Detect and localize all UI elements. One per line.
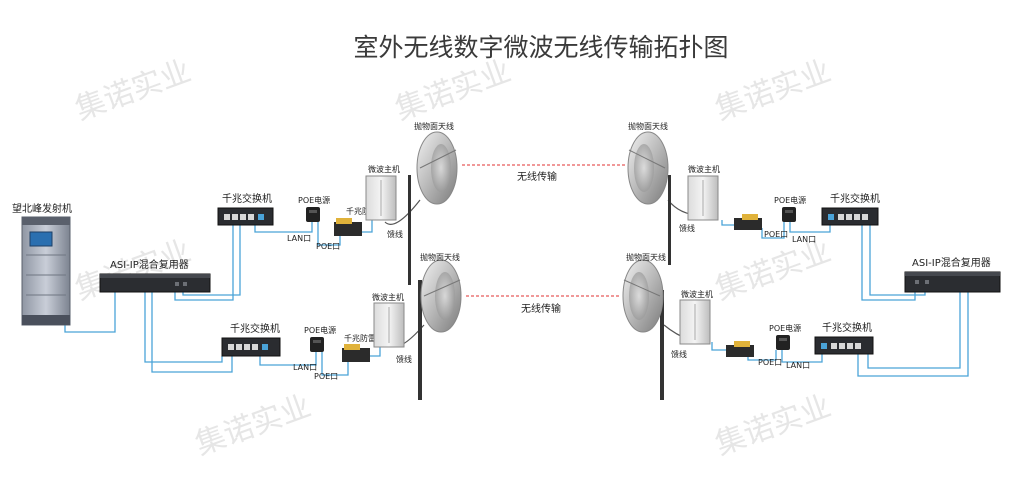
wireless-link-layer [462, 164, 626, 297]
dish-lower-left [420, 259, 462, 333]
pole-right-lower [660, 290, 664, 400]
label-poe-power-ll: POE电源 [304, 325, 336, 335]
cable-switch-poe-ul [254, 222, 313, 233]
surge-ul [334, 218, 362, 236]
label-feeder-ul: 馈线 [387, 229, 403, 239]
switch-lower-right [814, 336, 874, 355]
poe-power-lr [776, 335, 790, 350]
label-switch-lr: 千兆交换机 [822, 321, 872, 334]
feeder-ul [384, 199, 421, 225]
label-host-ul: 微波主机 [368, 164, 400, 174]
label-lan-ur: LAN口 [792, 235, 816, 244]
microwave-host-lr [679, 299, 711, 345]
cable-mux-switch-lr-2 [857, 292, 969, 377]
cable-poe-surge-ul [317, 222, 341, 246]
dish-upper-right [627, 131, 669, 205]
switch-upper-right [821, 207, 879, 226]
switch-lower-left [221, 337, 281, 357]
pole-right-upper [668, 175, 671, 265]
label-lan-ll: LAN口 [293, 363, 317, 372]
cable-switch-poe-lr [781, 350, 823, 363]
poe-power-ll [310, 337, 324, 352]
label-poe-port-ul: POE口 [316, 242, 340, 251]
cable-switch-poe-ll [259, 352, 317, 366]
transmitter-cabinet [21, 216, 71, 326]
surge-ur [734, 214, 762, 230]
cable-surge-host-lr [711, 342, 728, 351]
label-host-ur: 微波主机 [688, 164, 720, 174]
watermark-text: 集诺实业 [71, 54, 196, 128]
surge-ll [342, 344, 370, 362]
poe-power-ur [782, 207, 796, 222]
label-surge-ul: 千兆防雷 [346, 206, 378, 216]
switch-upper-left [217, 207, 274, 226]
label-switch-ur: 千兆交换机 [830, 192, 880, 205]
label-lan-ul: LAN口 [287, 234, 311, 243]
watermark-text: 集诺实业 [711, 389, 836, 463]
label-mux-right: ASI-IP混合复用器 [912, 256, 991, 269]
label-wireless-upper: 无线传输 [517, 170, 557, 183]
watermark-text: 集诺实业 [191, 389, 316, 463]
label-antenna-lr: 抛物面天线 [626, 252, 666, 262]
cable-poe-surge-ll [321, 352, 349, 376]
label-surge-ll: 千兆防雷 [344, 333, 376, 343]
cable-surge-host-ll [368, 345, 381, 357]
label-antenna-ll: 抛物面天线 [420, 252, 460, 262]
cable-mux-switch-lower [144, 292, 223, 363]
watermark-text: 集诺实业 [711, 234, 836, 308]
label-poe-power-lr: POE电源 [769, 323, 801, 333]
label-antenna-ur: 抛物面天线 [628, 121, 668, 131]
label-switch-ll: 千兆交换机 [230, 322, 280, 335]
pole-left-lower [418, 280, 422, 400]
pole-left-upper [408, 175, 411, 285]
label-wireless-lower: 无线传输 [521, 302, 561, 315]
microwave-host-ul [365, 175, 397, 221]
label-feeder-ur: 馈线 [679, 223, 695, 233]
watermark-text: 集诺实业 [391, 54, 516, 128]
label-feeder-ll: 馈线 [396, 354, 412, 364]
label-host-ll: 微波主机 [372, 292, 404, 302]
mux-right [904, 271, 1001, 293]
pole-layer [408, 175, 671, 400]
cable-switch-poe-ur [789, 222, 831, 233]
watermark-text: 集诺实业 [711, 54, 836, 128]
microwave-host-ll [373, 302, 405, 348]
label-mux-left: ASI-IP混合复用器 [110, 258, 189, 271]
cable-surge-host-ul [362, 220, 373, 233]
label-feeder-lr: 馈线 [671, 349, 687, 359]
label-transmitter: 望北峰发射机 [12, 202, 72, 215]
dish-lower-right [622, 259, 664, 333]
label-poe-port-lr: POE口 [758, 358, 782, 367]
label-host-lr: 微波主机 [681, 289, 713, 299]
label-switch-ul: 千兆交换机 [222, 192, 272, 205]
cable-mux-switch-lr [867, 292, 961, 369]
label-lan-lr: LAN口 [786, 361, 810, 370]
surge-lr [726, 341, 754, 357]
label-poe-power-ur: POE电源 [774, 195, 806, 205]
microwave-host-ur [687, 175, 719, 221]
cable-poe-surge-ur [761, 222, 785, 239]
dish-upper-left [416, 131, 458, 205]
label-poe-port-ll: POE口 [314, 372, 338, 381]
label-antenna-ul: 抛物面天线 [414, 121, 454, 131]
cable-mux-switch-lower-2 [151, 292, 233, 373]
page-title: 室外无线数字微波无线传输拓扑图 [353, 33, 728, 62]
label-poe-port-ur: POE口 [764, 230, 788, 239]
cable-transmitter-mux [64, 292, 116, 333]
cable-surge-host-ur [721, 220, 736, 226]
mux-left [99, 273, 211, 293]
poe-power-ul [306, 207, 320, 222]
label-poe-power-ul: POE电源 [298, 195, 330, 205]
